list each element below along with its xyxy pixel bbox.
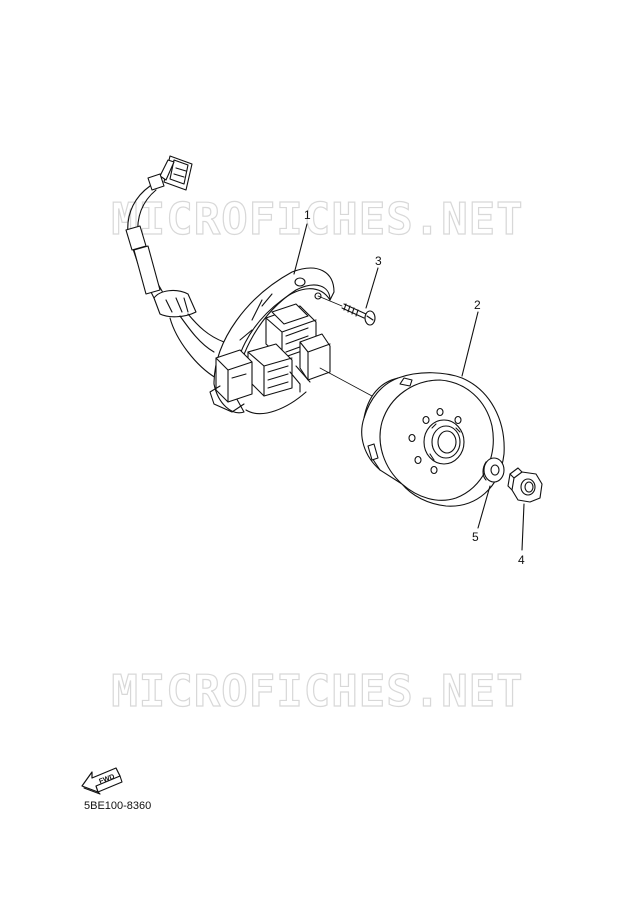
- callout-4: 4: [518, 553, 525, 567]
- leader-3: [365, 267, 379, 309]
- callout-1: 1: [304, 208, 311, 222]
- callout-3: 3: [375, 254, 382, 268]
- callout-2: 2: [474, 298, 481, 312]
- rotor: [361, 372, 505, 507]
- callout-5: 5: [472, 530, 479, 544]
- leader-1: [293, 223, 308, 275]
- watermark-bottom: MICROFICHES.NET: [111, 665, 524, 717]
- leader-5: [477, 485, 491, 529]
- stator-assembly: [125, 155, 335, 415]
- screw: [341, 303, 376, 326]
- pickup-coil: [209, 349, 253, 413]
- nut: [507, 467, 543, 503]
- fwd-arrow-icon: [81, 767, 123, 795]
- diagram-code: 5BE100-8360: [84, 800, 152, 812]
- watermark-top: MICROFICHES.NET: [111, 193, 524, 245]
- wire-connector: [147, 155, 193, 191]
- stator-coil-right: [299, 333, 331, 381]
- leader-2: [461, 311, 479, 377]
- leader-4: [521, 503, 525, 551]
- washer: [482, 457, 505, 483]
